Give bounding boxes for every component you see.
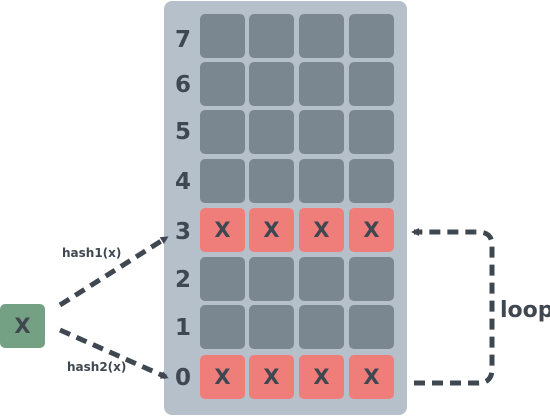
bucket-cell-filled: X: [200, 208, 245, 252]
hash1-arrow: [58, 235, 169, 308]
bucket-cell: [249, 257, 294, 301]
bucket-cell: [349, 62, 394, 106]
bucket-cell: [299, 257, 344, 301]
bucket-cell-filled: X: [299, 208, 344, 252]
bucket-cell: [200, 159, 245, 203]
bucket-cell-filled: X: [299, 355, 344, 399]
bucket-cell: [249, 14, 294, 58]
row-label-6: 6: [174, 72, 191, 98]
row-label-0: 0: [174, 365, 191, 391]
bucket-cell-filled: X: [349, 355, 394, 399]
row-label-3: 3: [174, 219, 191, 245]
bucket-cell: [249, 159, 294, 203]
bucket-cell: [299, 110, 344, 154]
hash1-label: hash1(x): [62, 246, 122, 260]
bucket-cell: [249, 305, 294, 349]
bucket-cell-filled: X: [349, 208, 394, 252]
loop-label: loop: [500, 298, 550, 323]
bucket-cell: [249, 62, 294, 106]
bucket-cell: [349, 305, 394, 349]
bucket-cell: [349, 257, 394, 301]
loop-arrow: [411, 228, 495, 386]
bucket-cell: [200, 14, 245, 58]
bucket-cell-filled: X: [249, 355, 294, 399]
bucket-cell: [349, 110, 394, 154]
row-label-5: 5: [174, 119, 191, 145]
hash2-label: hash2(x): [67, 360, 127, 374]
bucket-cell: [200, 62, 245, 106]
bucket-cell: [299, 14, 344, 58]
row-label-4: 4: [174, 169, 191, 195]
bucket-cell: [299, 62, 344, 106]
bucket-cell-filled: X: [200, 355, 245, 399]
row-label-2: 2: [174, 267, 191, 293]
hash2-arrow: [58, 327, 169, 380]
row-label-7: 7: [174, 27, 191, 53]
bucket-cell: [200, 110, 245, 154]
row-label-1: 1: [174, 315, 191, 341]
bucket-cell: [349, 14, 394, 58]
bucket-cell-filled: X: [249, 208, 294, 252]
input-element-box: X: [0, 304, 45, 348]
bucket-cell: [349, 159, 394, 203]
bucket-cell: [249, 110, 294, 154]
bucket-cell: [200, 257, 245, 301]
bucket-cell: [299, 305, 344, 349]
bucket-cell: [200, 305, 245, 349]
bucket-cell: [299, 159, 344, 203]
